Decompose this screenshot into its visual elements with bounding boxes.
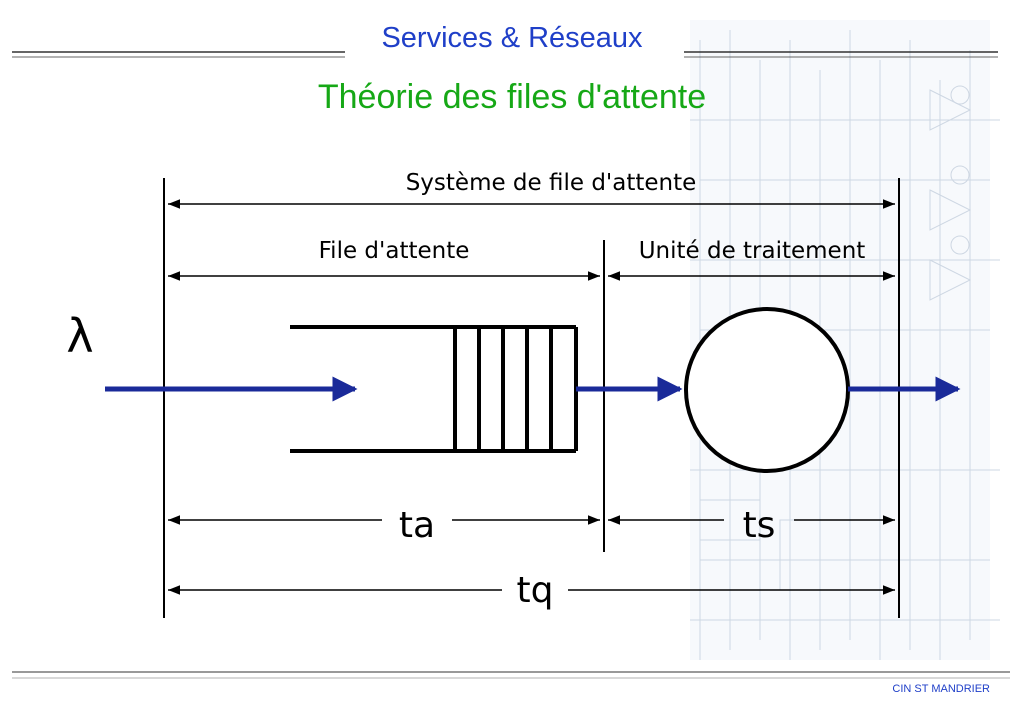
queue-label: File d'attente [319, 238, 470, 264]
header-title: Services & Réseaux [0, 22, 1024, 55]
page-subtitle: Théorie des files d'attente [317, 78, 707, 116]
arrival-rate-symbol: λ [66, 309, 93, 363]
wait-time-label: ta [399, 505, 435, 546]
footer-credit: CIN ST MANDRIER [892, 683, 990, 695]
queue-buffer [290, 325, 578, 453]
system-label: Système de file d'attente [406, 170, 697, 196]
server-circle [684, 307, 850, 473]
header-title-text: Services & Réseaux [373, 22, 651, 54]
server-label: Unité de traitement [639, 238, 866, 264]
service-time-label: ts [743, 505, 776, 546]
total-time-label: tq [517, 570, 554, 611]
